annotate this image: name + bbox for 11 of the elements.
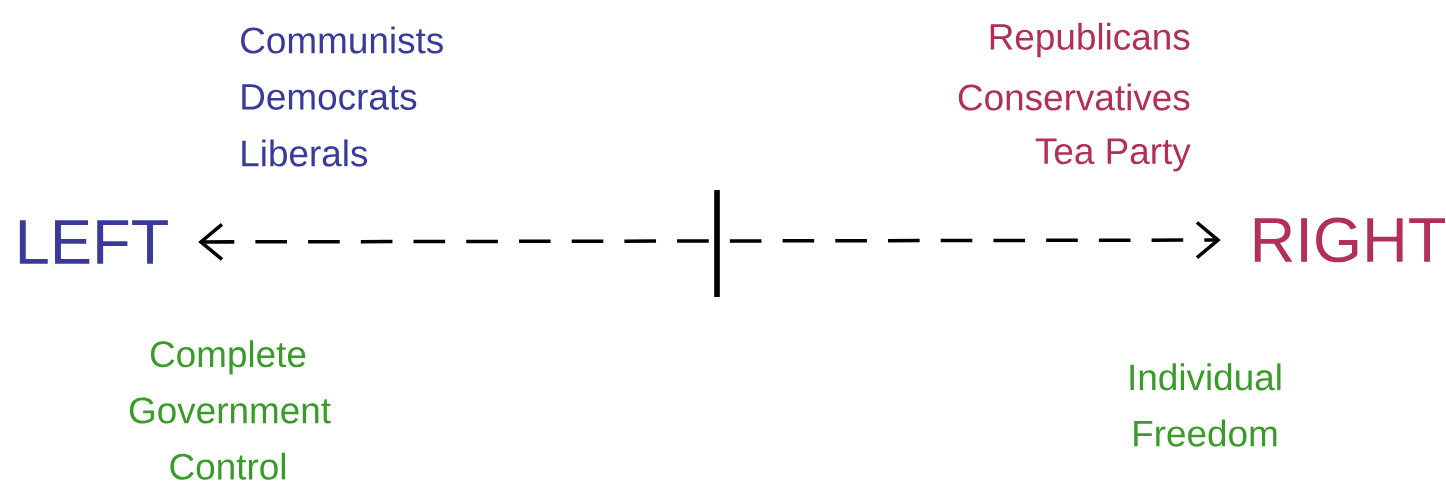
text-label: Democrats: [242, 84, 417, 110]
text-label: Communists: [241, 26, 443, 54]
text-label: Individual Freedom: [1130, 363, 1281, 447]
text-label: Tea Party: [1035, 138, 1191, 172]
pole-label: LEFT: [19, 220, 168, 264]
text-label: Conservatives: [958, 83, 1190, 111]
text-label: Complete Government Control: [129, 340, 331, 480]
text-label: Republicans: [990, 22, 1190, 58]
pole-label: RIGHT: [1254, 217, 1445, 263]
double-arrow: [198, 221, 1221, 261]
text-label: Liberals: [242, 139, 368, 167]
